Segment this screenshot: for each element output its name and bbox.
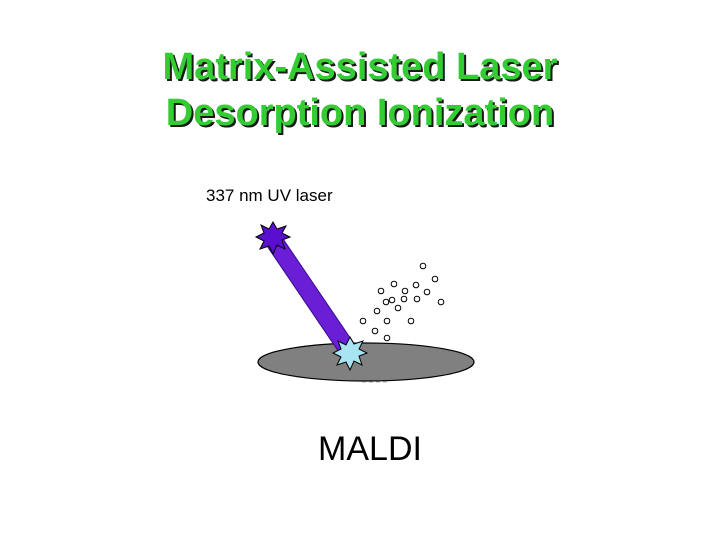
particle [388, 296, 396, 304]
target-plate [257, 342, 475, 382]
desorbed-particles [359, 262, 445, 342]
caption-maldi: MALDI [318, 430, 422, 468]
particle [431, 275, 439, 283]
impact-flash-icon [331, 335, 369, 372]
particle [373, 307, 381, 315]
particle [412, 281, 420, 289]
laser-beam [264, 232, 358, 359]
particle [413, 295, 421, 303]
particle [377, 287, 385, 295]
particle [400, 295, 408, 303]
particle [437, 298, 445, 306]
laser-label: 337 nm UV laser [206, 186, 333, 205]
slide-title: Matrix-Assisted Laser Desorption Ionizat… [0, 44, 720, 136]
laser-source-icon [254, 220, 292, 256]
particle [383, 334, 391, 342]
particle [394, 304, 402, 312]
particle [359, 317, 367, 325]
particle [390, 280, 398, 288]
particle [423, 288, 431, 296]
particle [401, 287, 409, 295]
particle [382, 298, 390, 306]
particle [383, 317, 391, 325]
particle [371, 327, 379, 335]
title-line-1: Matrix-Assisted Laser [162, 46, 558, 88]
particle [407, 317, 415, 325]
title-line-2: Desorption Ionization [165, 92, 555, 134]
particle [419, 262, 427, 270]
